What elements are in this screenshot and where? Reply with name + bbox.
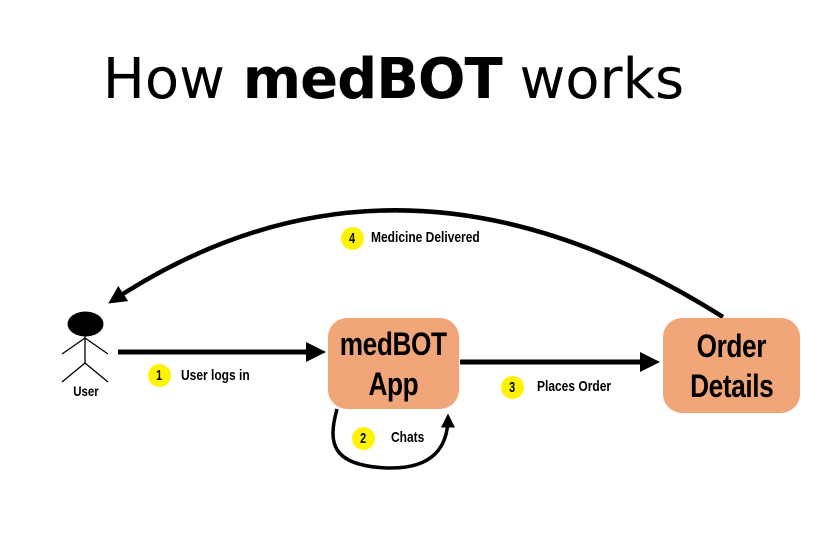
step-3-number: 3 <box>509 379 516 396</box>
node-order-details: Order Details <box>663 318 800 413</box>
node-medbot-app: medBOT App <box>328 318 459 409</box>
step-2-badge: 2 <box>352 427 375 450</box>
step-3-badge: 3 <box>501 376 524 399</box>
step-2-number: 2 <box>360 430 367 447</box>
step-1-label: User logs in <box>181 367 250 384</box>
step-4-label: Medicine Delivered <box>371 229 480 246</box>
step-4-badge: 4 <box>341 227 364 250</box>
node-order-line2: Details <box>689 367 774 404</box>
step-1-number: 1 <box>156 367 163 384</box>
title-prefix: How <box>102 47 243 112</box>
user-label: User <box>73 383 99 399</box>
step-1-badge: 1 <box>148 364 171 387</box>
medicine-delivered-arrow <box>108 208 725 319</box>
node-medbot-line2: App <box>368 365 419 402</box>
node-order-line1: Order <box>696 327 767 364</box>
chats-loop-arrow <box>331 408 455 470</box>
step-3-label: Places Order <box>537 378 612 395</box>
step-2-label: Chats <box>391 429 425 446</box>
title-suffix: works <box>501 47 685 112</box>
step-4-number: 4 <box>349 230 356 247</box>
page-title: How medBOT works <box>0 44 813 116</box>
stick-figure-icon <box>61 311 109 383</box>
title-brand: medBOT <box>242 47 503 112</box>
node-medbot-line1: medBOT <box>340 325 447 362</box>
